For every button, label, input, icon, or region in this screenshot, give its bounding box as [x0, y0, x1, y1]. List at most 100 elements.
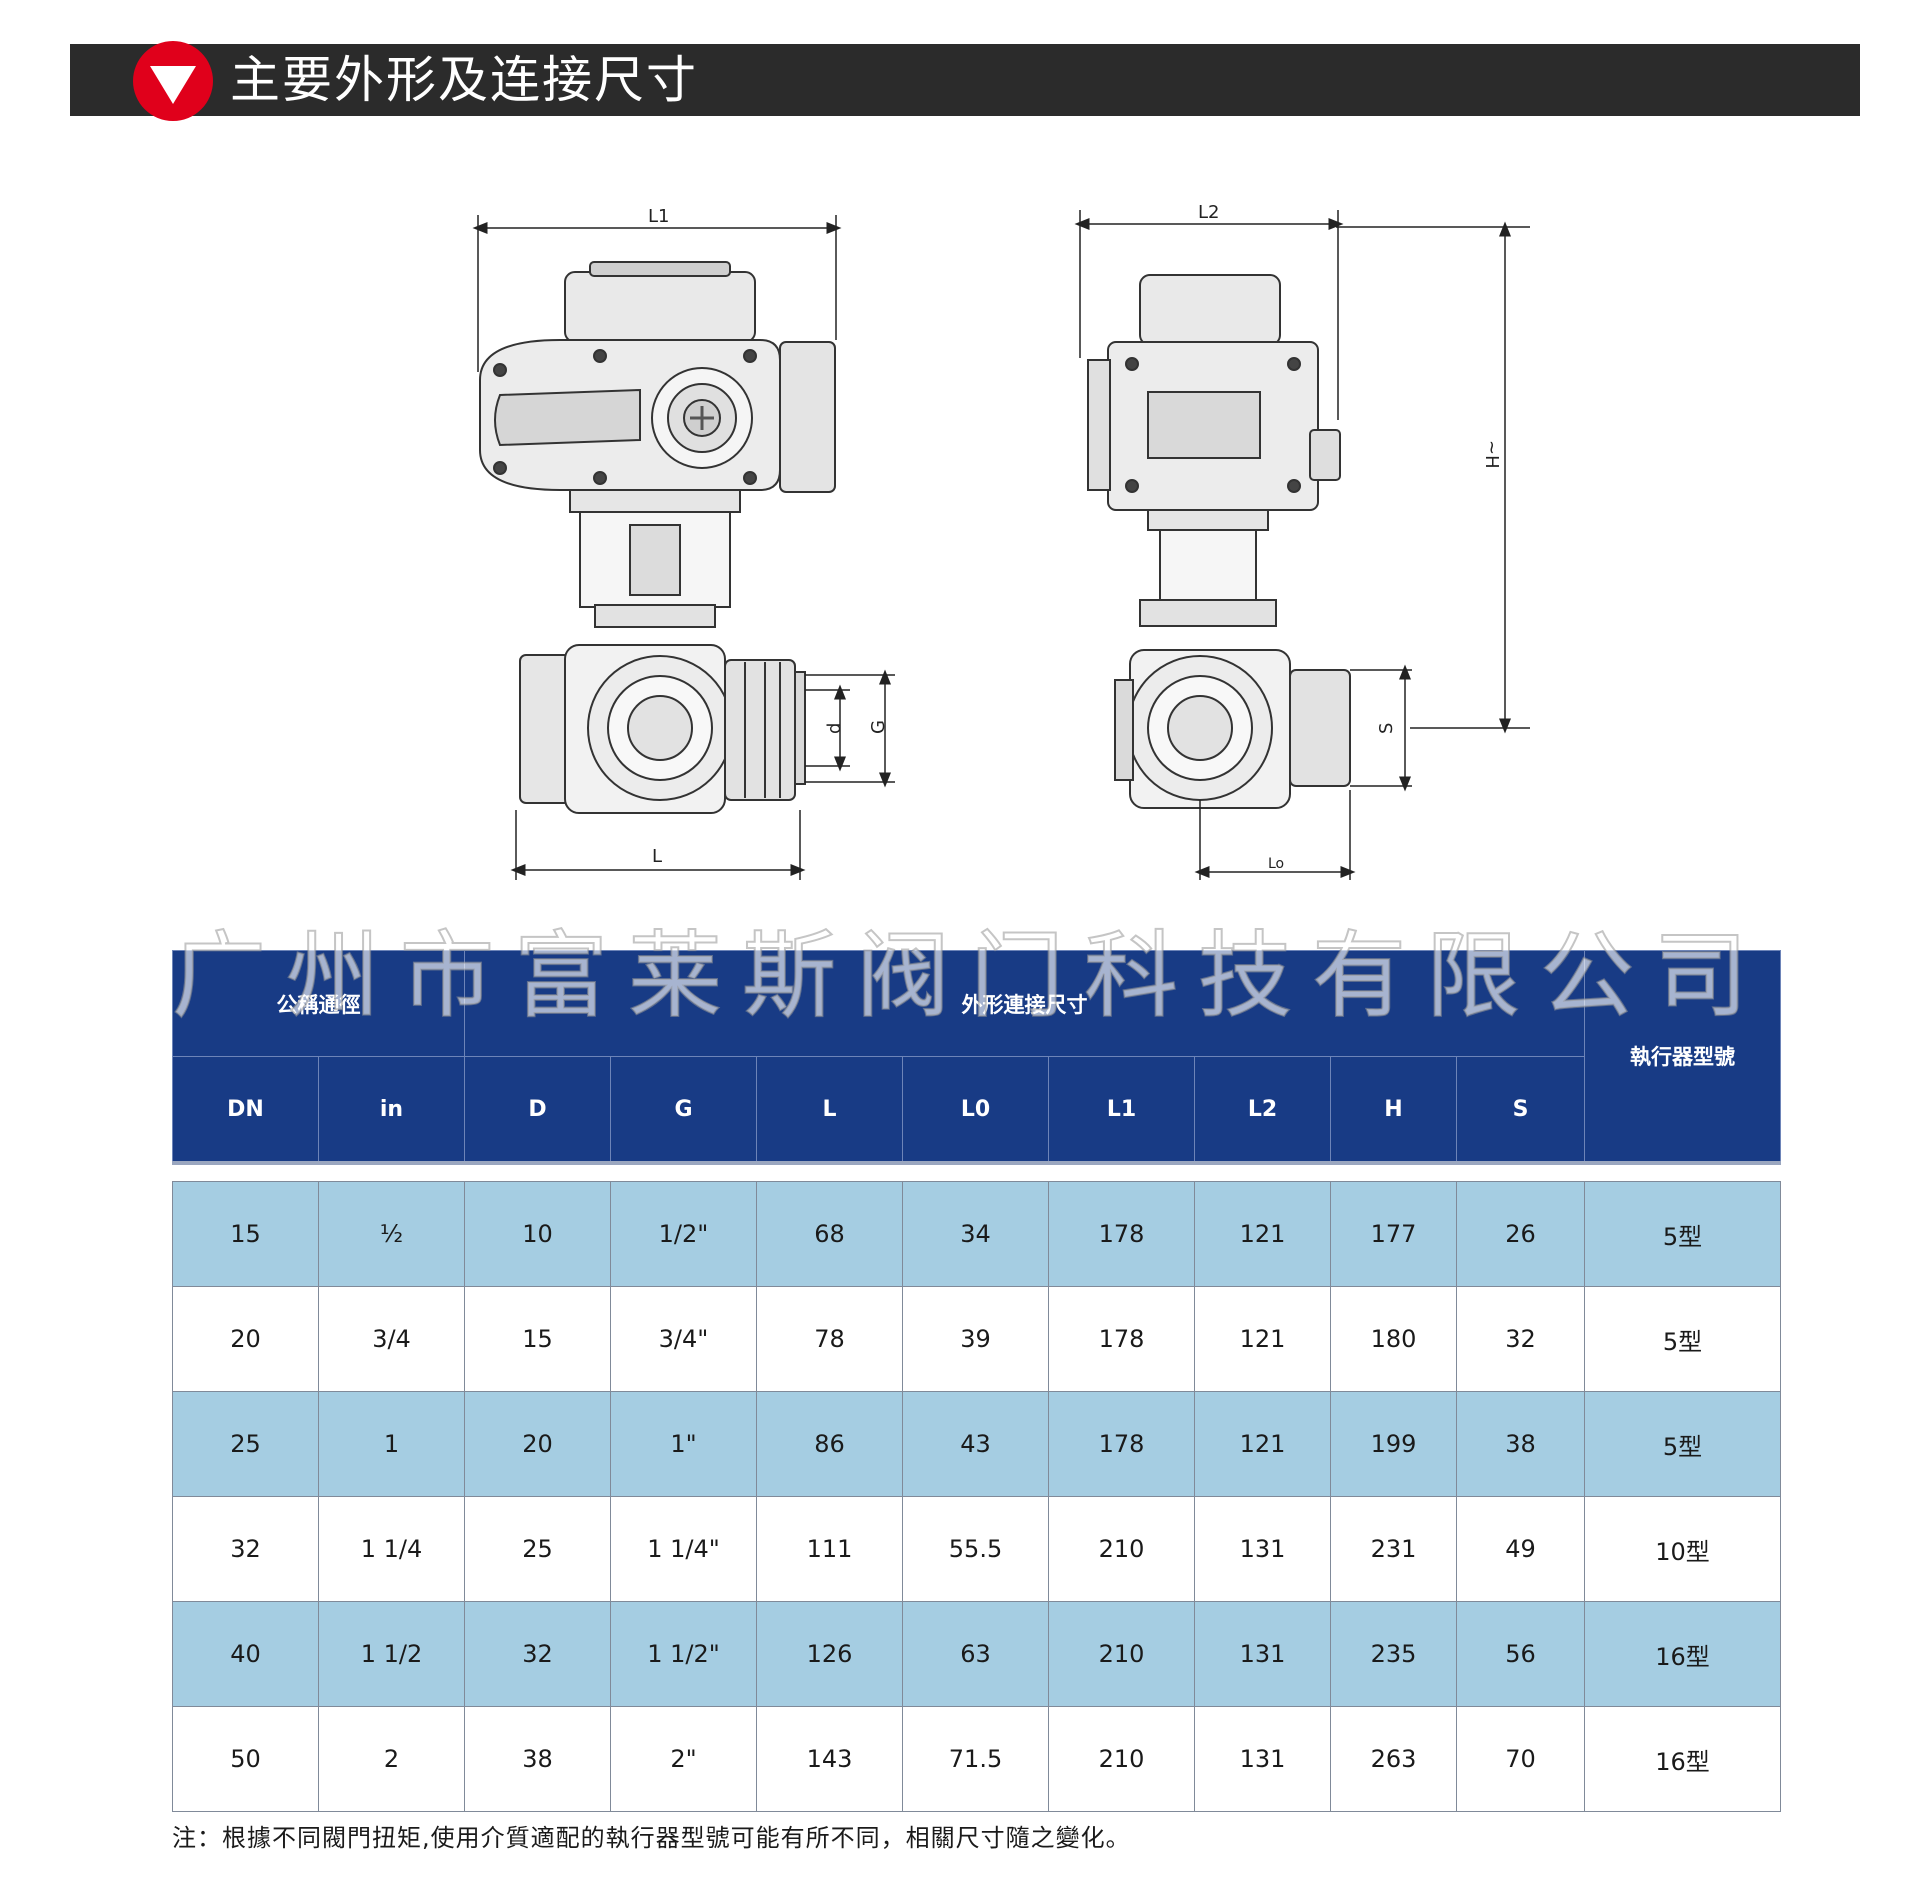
- cell-l0: 43: [902, 1391, 1049, 1497]
- cell-h: 235: [1330, 1601, 1457, 1707]
- column-header-h: H: [1330, 1056, 1457, 1164]
- cell-g: 1": [610, 1391, 757, 1497]
- cell-l: 68: [756, 1181, 903, 1287]
- cell-l1: 178: [1048, 1391, 1195, 1497]
- cell-h: 199: [1330, 1391, 1457, 1497]
- cell-h: 177: [1330, 1181, 1457, 1287]
- column-header-l2: L2: [1194, 1056, 1331, 1164]
- cell-in: 1 1/4: [318, 1496, 465, 1602]
- cell-d: 38: [464, 1706, 611, 1812]
- cell-s: 56: [1456, 1601, 1585, 1707]
- footnote: 注：根據不同閥門扭矩,使用介質適配的執行器型號可能有所不同，相關尺寸隨之變化。: [172, 1824, 1131, 1852]
- side-view-drawing: [1087, 274, 1351, 809]
- cell-g: 1 1/2": [610, 1601, 757, 1707]
- dimensions-table: 公稱通徑 外形連接尺寸 執行器型號 DN in D G L L0 L1 L2 H…: [172, 950, 1781, 1812]
- cell-s: 38: [1456, 1391, 1585, 1497]
- cell-l1: 178: [1048, 1286, 1195, 1392]
- cell-g: 1 1/4": [610, 1496, 757, 1602]
- cell-l0: 55.5: [902, 1496, 1049, 1602]
- cell-d: 15: [464, 1286, 611, 1392]
- cell-in: 1: [318, 1391, 465, 1497]
- cell-d: 10: [464, 1181, 611, 1287]
- cell-h: 231: [1330, 1496, 1457, 1602]
- cell-dn: 25: [172, 1391, 319, 1497]
- cell-in: 3/4: [318, 1286, 465, 1392]
- cell-l0: 63: [902, 1601, 1049, 1707]
- cell-l1: 210: [1048, 1601, 1195, 1707]
- cell-l: 126: [756, 1601, 903, 1707]
- cell-l2: 131: [1194, 1601, 1331, 1707]
- group-header-dimensions: 外形連接尺寸: [464, 950, 1585, 1057]
- cell-s: 26: [1456, 1181, 1585, 1287]
- cell-s: 49: [1456, 1496, 1585, 1602]
- cell-in: ½: [318, 1181, 465, 1287]
- cell-actuator: 5型: [1584, 1391, 1781, 1497]
- section-header: 主要外形及连接尺寸: [70, 41, 1860, 121]
- cell-dn: 20: [172, 1286, 319, 1392]
- cell-dn: 32: [172, 1496, 319, 1602]
- group-header-nominal: 公稱通徑: [172, 950, 465, 1057]
- dimension-label-l: L: [652, 846, 662, 867]
- dimension-label-g: G: [868, 720, 889, 734]
- header-divider: [172, 1161, 1781, 1182]
- cell-l2: 121: [1194, 1391, 1331, 1497]
- cell-dn: 50: [172, 1706, 319, 1812]
- cell-l: 111: [756, 1496, 903, 1602]
- cell-l1: 210: [1048, 1496, 1195, 1602]
- dimension-label-h: ~H: [1481, 440, 1502, 469]
- cell-d: 25: [464, 1496, 611, 1602]
- column-header-l: L: [756, 1056, 903, 1164]
- table-row: 25 1 20 1" 86 43 178 121 199 38 5型: [172, 1391, 1781, 1497]
- cell-l0: 39: [902, 1286, 1049, 1392]
- cell-l2: 121: [1194, 1181, 1331, 1287]
- dimension-label-l0: Lo: [1268, 856, 1284, 872]
- cell-l0: 34: [902, 1181, 1049, 1287]
- cell-h: 263: [1330, 1706, 1457, 1812]
- cell-s: 70: [1456, 1706, 1585, 1812]
- table-row: 32 1 1/4 25 1 1/4" 111 55.5 210 131 231 …: [172, 1496, 1781, 1602]
- cell-l1: 178: [1048, 1181, 1195, 1287]
- cell-actuator: 16型: [1584, 1601, 1781, 1707]
- cell-l0: 71.5: [902, 1706, 1049, 1812]
- cell-dn: 15: [172, 1181, 319, 1287]
- cell-actuator: 10型: [1584, 1496, 1781, 1602]
- table-row: 50 2 38 2" 143 71.5 210 131 263 70 16型: [172, 1706, 1781, 1812]
- dimension-label-s: S: [1376, 723, 1397, 734]
- column-header-l0: L0: [902, 1056, 1049, 1164]
- cell-h: 180: [1330, 1286, 1457, 1392]
- cell-d: 32: [464, 1601, 611, 1707]
- cell-l1: 210: [1048, 1706, 1195, 1812]
- cell-dn: 40: [172, 1601, 319, 1707]
- cell-l: 86: [756, 1391, 903, 1497]
- dimension-label-d: d: [824, 723, 845, 734]
- cell-g: 2": [610, 1706, 757, 1812]
- dimension-label-l2: L2: [1198, 202, 1219, 223]
- cell-l2: 131: [1194, 1706, 1331, 1812]
- cell-g: 1/2": [610, 1181, 757, 1287]
- column-header-dn: DN: [172, 1056, 319, 1164]
- cell-g: 3/4": [610, 1286, 757, 1392]
- company-watermark: 广州市富莱斯阀门科技有限公司: [171, 921, 1768, 1032]
- dimension-label-l1: L1: [648, 206, 669, 227]
- table-row: 15 ½ 10 1/2" 68 34 178 121 177 26 5型: [172, 1181, 1781, 1287]
- cell-l2: 121: [1194, 1286, 1331, 1392]
- cell-in: 1 1/2: [318, 1601, 465, 1707]
- cell-actuator: 5型: [1584, 1181, 1781, 1287]
- column-header-l1: L1: [1048, 1056, 1195, 1164]
- cell-l2: 131: [1194, 1496, 1331, 1602]
- valve-drawings: L1 L d G L2 ~H S Lo: [472, 202, 1530, 880]
- section-title: 主要外形及连接尺寸: [230, 51, 698, 109]
- cell-l: 78: [756, 1286, 903, 1392]
- cell-actuator: 5型: [1584, 1286, 1781, 1392]
- cell-s: 32: [1456, 1286, 1585, 1392]
- column-header-s: S: [1456, 1056, 1585, 1164]
- triangle-badge-icon: [133, 41, 213, 121]
- cell-d: 20: [464, 1391, 611, 1497]
- front-view-drawing: [479, 261, 836, 814]
- column-header-d: D: [464, 1056, 611, 1164]
- group-header-actuator: 執行器型號: [1584, 950, 1781, 1164]
- cell-in: 2: [318, 1706, 465, 1812]
- table-row: 20 3/4 15 3/4" 78 39 178 121 180 32 5型: [172, 1286, 1781, 1392]
- table-row: 40 1 1/2 32 1 1/2" 126 63 210 131 235 56…: [172, 1601, 1781, 1707]
- column-header-in: in: [318, 1056, 465, 1164]
